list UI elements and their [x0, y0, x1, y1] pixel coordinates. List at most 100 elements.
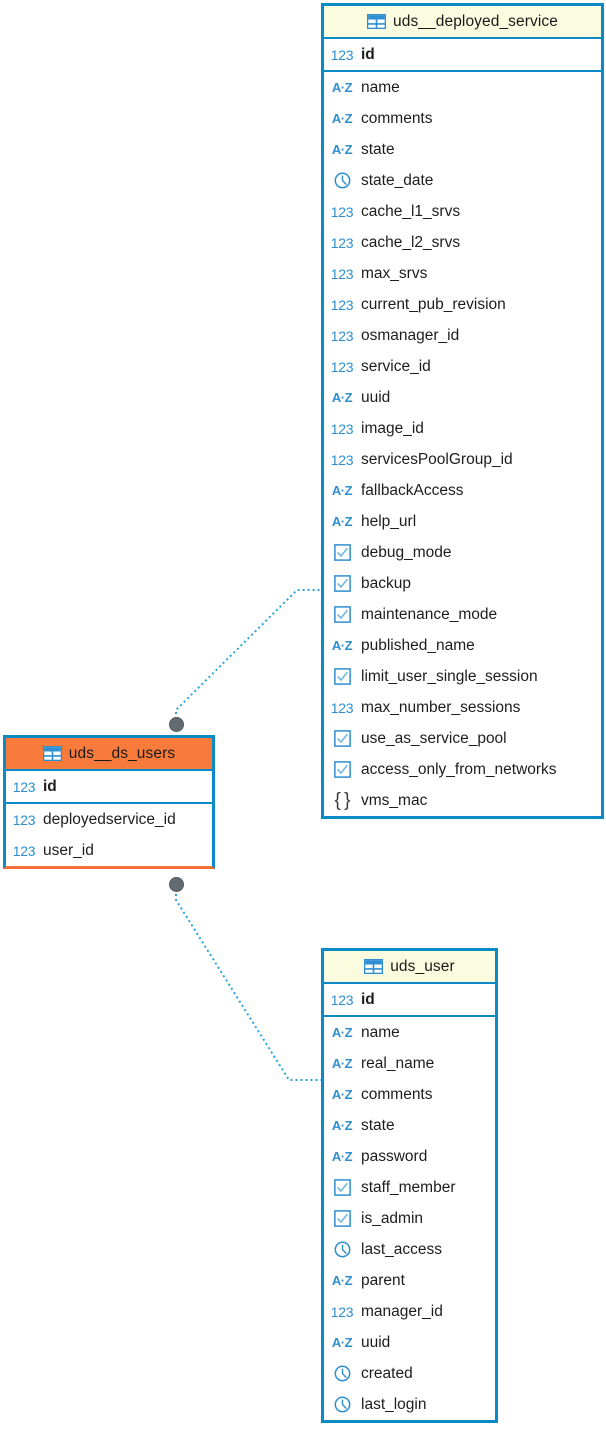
- column-row-password[interactable]: A·Z password: [324, 1141, 495, 1172]
- checkbox-icon: [331, 604, 353, 626]
- relationship-line-rel-ds-users-to-uds-user: [175, 884, 321, 1081]
- text-az-icon: A·Z: [331, 111, 353, 126]
- number-123-icon: 123: [330, 265, 354, 282]
- column-name: parent: [361, 1271, 405, 1289]
- column-row-max_srvs[interactable]: 123 max_srvs: [324, 258, 601, 289]
- column-name: password: [361, 1147, 428, 1165]
- column-name: id: [361, 45, 375, 63]
- column-row-maintenance_mode[interactable]: maintenance_mode: [324, 599, 601, 630]
- column-row-created[interactable]: created: [324, 1358, 495, 1389]
- column-name: state_date: [361, 171, 434, 189]
- entity-title: uds_user: [390, 957, 455, 975]
- column-name: id: [361, 990, 375, 1008]
- column-row-use_as_service_pool[interactable]: use_as_service_pool: [324, 723, 601, 754]
- column-name: access_only_from_networks: [361, 760, 557, 778]
- column-row-last_access[interactable]: last_access: [324, 1234, 495, 1265]
- column-name: backup: [361, 574, 411, 592]
- table-grid-icon: [42, 745, 63, 762]
- text-az-icon: A·Z: [331, 1025, 353, 1040]
- column-row-debug_mode[interactable]: debug_mode: [324, 537, 601, 568]
- number-123-icon: 123: [330, 327, 354, 344]
- checkbox-icon: [331, 1208, 353, 1230]
- column-row-limit_user_single_session[interactable]: limit_user_single_session: [324, 661, 601, 692]
- text-az-icon: A·Z: [331, 142, 353, 157]
- clock-icon: [331, 1363, 353, 1385]
- text-az-icon: A·Z: [331, 483, 353, 498]
- column-row-real_name[interactable]: A·Z real_name: [324, 1048, 495, 1079]
- column-name: servicesPoolGroup_id: [361, 450, 513, 468]
- column-row-is_admin[interactable]: is_admin: [324, 1203, 495, 1234]
- number-123-icon: 123: [330, 46, 354, 63]
- column-row-backup[interactable]: backup: [324, 568, 601, 599]
- column-name: max_srvs: [361, 264, 428, 282]
- text-az-icon: A·Z: [331, 1087, 353, 1102]
- text-az-icon: A·Z: [331, 1056, 353, 1071]
- text-az-icon: A·Z: [331, 80, 353, 95]
- column-row-id[interactable]: 123 id: [324, 984, 495, 1015]
- column-row-staff_member[interactable]: staff_member: [324, 1172, 495, 1203]
- checkbox-icon: [331, 573, 353, 595]
- number-123-icon: 123: [330, 234, 354, 251]
- number-123-icon: 123: [330, 1303, 354, 1320]
- column-name: osmanager_id: [361, 326, 460, 344]
- entity-header-uds__ds_users[interactable]: uds__ds_users: [6, 738, 212, 771]
- column-name: cache_l1_srvs: [361, 202, 461, 220]
- checkbox-icon: [331, 728, 353, 750]
- checkbox-icon: [331, 666, 353, 688]
- entity-title: uds__ds_users: [68, 744, 176, 762]
- number-123-icon: 123: [330, 420, 354, 437]
- column-name: image_id: [361, 419, 424, 437]
- column-name: service_id: [361, 357, 431, 375]
- clock-icon: [331, 1239, 353, 1261]
- text-az-icon: A·Z: [331, 1149, 353, 1164]
- entity-header-uds_user[interactable]: uds_user: [324, 951, 495, 984]
- relationship-endpoint-rel-ds-users-to-deployed-service[interactable]: [168, 716, 184, 732]
- number-123-icon: 123: [12, 811, 36, 828]
- column-row-state_date[interactable]: state_date: [324, 165, 601, 196]
- column-row-id[interactable]: 123 id: [324, 39, 601, 70]
- column-name: max_number_sessions: [361, 698, 521, 716]
- column-row-last_login[interactable]: last_login: [324, 1389, 495, 1420]
- clock-icon: [331, 1394, 353, 1416]
- primary-key-section: 123 id: [324, 39, 601, 72]
- column-name: state: [361, 1116, 395, 1134]
- column-row-access_only_from_networks[interactable]: access_only_from_networks: [324, 754, 601, 785]
- column-row-vms_mac[interactable]: { }vms_mac: [324, 785, 601, 816]
- column-name: uuid: [361, 1333, 391, 1351]
- column-row-osmanager_id[interactable]: 123 osmanager_id: [324, 320, 601, 351]
- column-name: maintenance_mode: [361, 605, 498, 623]
- column-row-image_id[interactable]: 123 image_id: [324, 413, 601, 444]
- relationship-endpoint-rel-ds-users-to-uds-user[interactable]: [168, 876, 184, 892]
- column-name: help_url: [361, 512, 417, 530]
- column-name: is_admin: [361, 1209, 424, 1227]
- column-name: real_name: [361, 1054, 435, 1072]
- entity-header-uds__deployed_service[interactable]: uds__deployed_service: [324, 6, 601, 39]
- number-123-icon: 123: [330, 991, 354, 1008]
